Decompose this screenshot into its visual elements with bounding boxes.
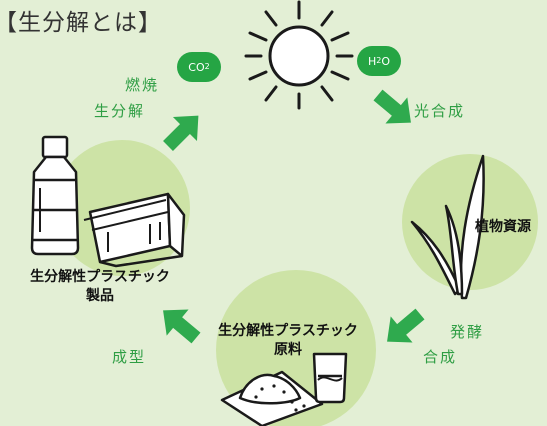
h2o-main-text: H [367,54,377,68]
arrow-photosynthesis-icon [373,89,411,124]
co2-main-text: CO [188,60,205,74]
step-label-molding: 成型 [112,348,147,366]
diagram-title: 【生分解とは】 [0,10,162,36]
co2-subscript: 2 [204,62,210,71]
arrow-fermentation-icon [387,308,425,343]
step-label-fermentation: 発酵 [450,323,485,341]
raw-materials-label-line1: 生分解性プラスチック [218,323,358,339]
step-label-synthesis: 合成 [423,348,458,366]
products-label-line2: 製品 [86,287,114,304]
products-label: 生分解性プラスチック 製品 [0,268,200,306]
arrow-molding-icon [163,309,201,344]
plant-resources-label: 植物資源 [475,219,531,235]
arrow-products-to-co2-icon [163,115,199,151]
step-label-biodegradation: 生分解 [94,102,146,120]
raw-materials-label-line2: 原料 [274,341,302,358]
powder-sheet-icon [220,370,324,426]
plant-leaves-icon [410,154,485,300]
products-label-line1: 生分解性プラスチック [30,269,170,285]
step-label-photosynthesis: 光合成 [414,102,466,120]
beaker-icon [312,352,348,404]
sun-icon [244,0,354,110]
container-icon [83,192,186,268]
step-label-combustion: 燃焼 [125,76,160,94]
h2o-subscript: 2 [376,56,382,65]
bottle-icon [30,135,80,256]
raw-materials-label: 生分解性プラスチック 原料 [188,322,388,360]
h2o-suffix-text: O [381,54,391,68]
